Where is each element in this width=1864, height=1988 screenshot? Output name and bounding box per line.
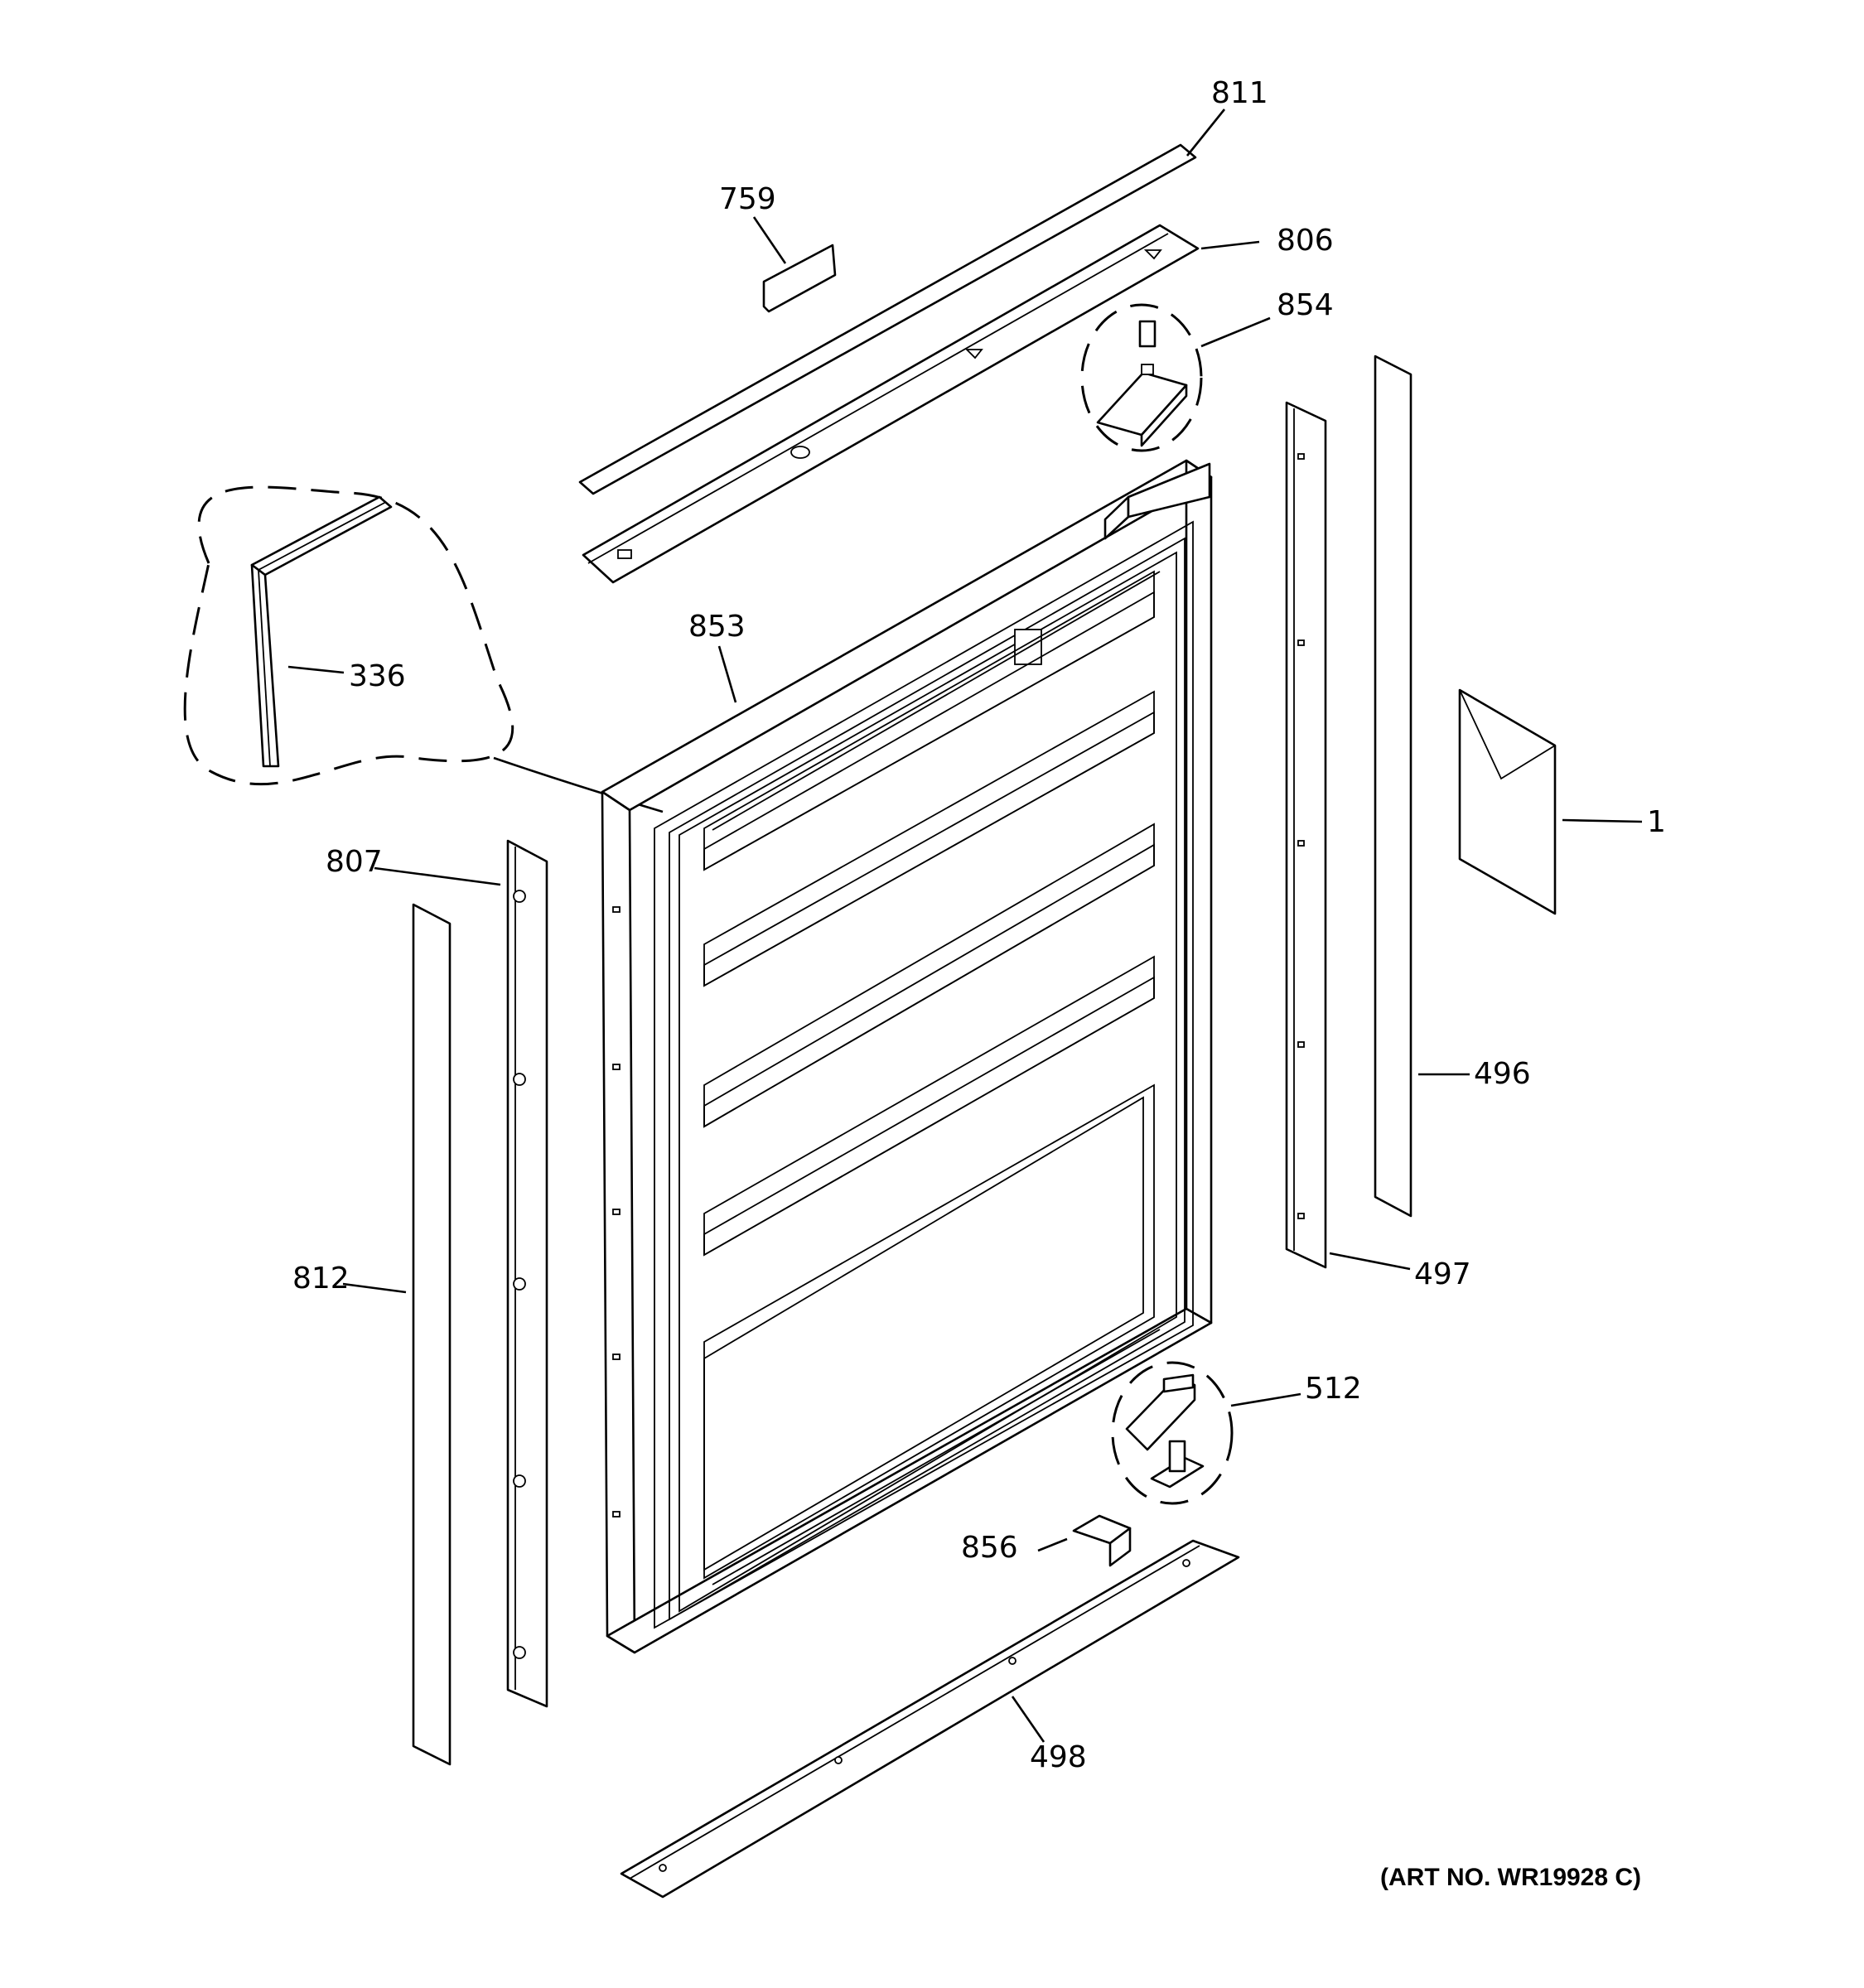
- callout-759: 759: [719, 182, 776, 216]
- callout-807: 807: [326, 845, 383, 879]
- part-497-right-trim: [1285, 401, 1327, 1269]
- part-1-literature: [1458, 688, 1557, 915]
- callout-854: 854: [1277, 288, 1334, 322]
- callout-811: 811: [1211, 76, 1268, 110]
- part-806-top-channel: [582, 224, 1200, 584]
- callout-498: 498: [1030, 1740, 1087, 1774]
- part-856-bracket: [1072, 1514, 1132, 1567]
- part-812-left-strip: [412, 903, 452, 1766]
- leader-498: [1011, 1696, 1045, 1743]
- leader-853: [717, 645, 737, 703]
- callout-853: 853: [688, 610, 746, 644]
- leader-856: [1037, 1537, 1068, 1552]
- callout-1: 1: [1647, 805, 1666, 839]
- part-498-bottom-channel: [620, 1539, 1240, 1899]
- leader-1: [1562, 818, 1643, 823]
- art-number: (ART NO. WR19928 C): [1380, 1864, 1641, 1891]
- leader-811: [1186, 109, 1226, 157]
- callout-336: 336: [349, 659, 406, 693]
- callout-512: 512: [1305, 1372, 1362, 1406]
- callout-806: 806: [1277, 224, 1334, 258]
- leader-512: [1230, 1392, 1301, 1407]
- callout-812: 812: [292, 1262, 350, 1296]
- leader-lines: [287, 109, 1643, 1743]
- leader-854: [1200, 316, 1271, 348]
- leader-497: [1329, 1252, 1411, 1271]
- part-512-bottom-hinge: [1111, 1361, 1234, 1505]
- part-854-top-hinge: [1080, 303, 1203, 452]
- part-336-gasket-detail: [183, 485, 664, 813]
- leader-759: [752, 216, 787, 264]
- leader-807: [374, 866, 501, 886]
- part-853-door-frame: [601, 459, 1213, 1654]
- callout-856: 856: [961, 1531, 1018, 1565]
- callout-497: 497: [1414, 1257, 1471, 1291]
- leader-336: [287, 665, 345, 674]
- part-759-pad: [762, 244, 837, 313]
- callout-496: 496: [1474, 1057, 1531, 1091]
- leader-806: [1200, 240, 1260, 250]
- leader-812: [342, 1282, 407, 1294]
- part-811-top-strip: [578, 143, 1197, 495]
- part-807-left-trim: [506, 839, 548, 1708]
- part-496-right-strip: [1374, 355, 1412, 1218]
